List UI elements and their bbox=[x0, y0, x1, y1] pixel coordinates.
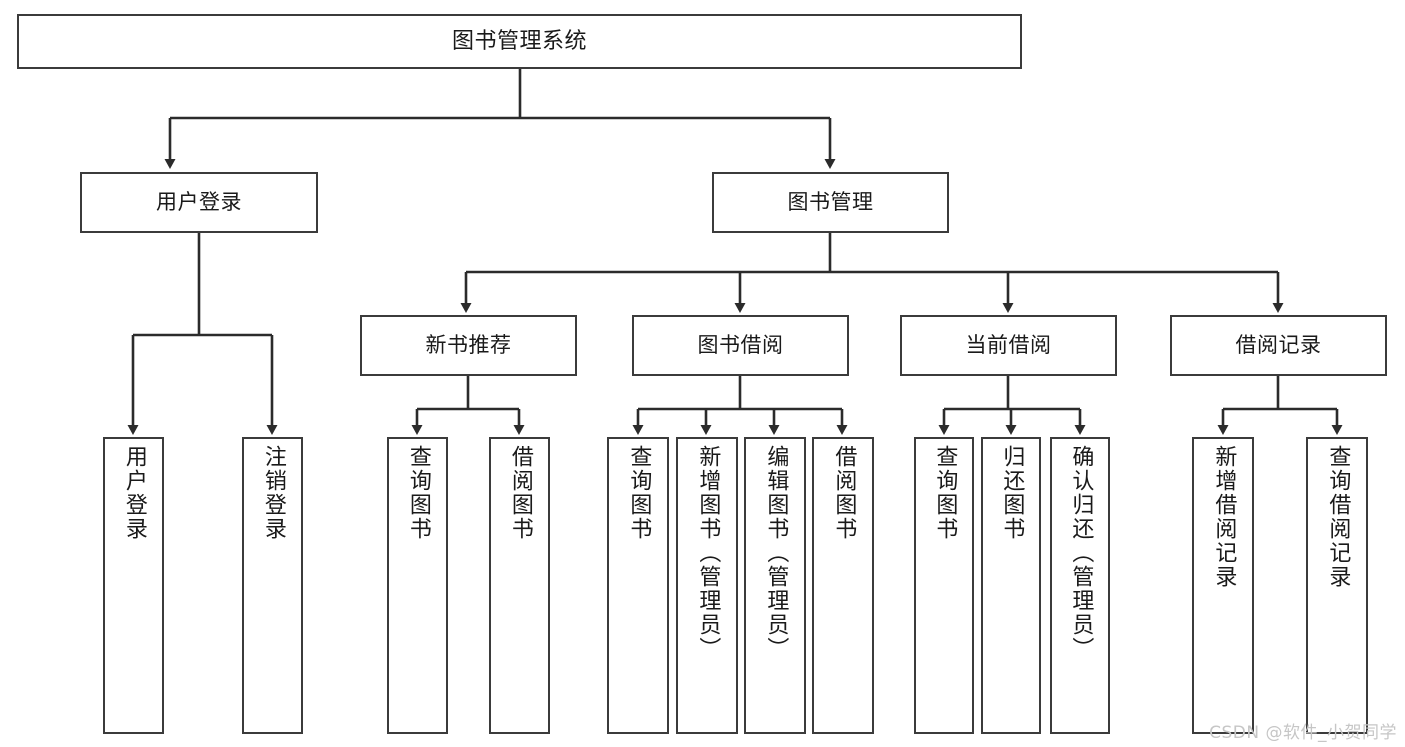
leaf-borrow-book-recommend[interactable]: 借阅图书 bbox=[489, 437, 550, 734]
leaf-query-borrow-record[interactable]: 查询借阅记录 bbox=[1306, 437, 1368, 734]
node-book-borrow[interactable]: 图书借阅 bbox=[632, 315, 849, 376]
node-label: 图书管理系统 bbox=[451, 28, 587, 54]
node-label: 新书推荐 bbox=[425, 333, 512, 357]
node-book-management[interactable]: 图书管理 bbox=[712, 172, 949, 233]
node-current-borrow[interactable]: 当前借阅 bbox=[900, 315, 1117, 376]
leaf-user-login[interactable]: 用户登录 bbox=[103, 437, 164, 734]
leaf-confirm-return-admin[interactable]: 确认归还（管理员） bbox=[1050, 437, 1110, 734]
leaf-edit-book-admin[interactable]: 编辑图书（管理员） bbox=[744, 437, 806, 734]
node-label: 归还图书 bbox=[999, 445, 1025, 541]
leaf-add-book-admin[interactable]: 新增图书（管理员） bbox=[676, 437, 738, 734]
leaf-query-book-current[interactable]: 查询图书 bbox=[914, 437, 974, 734]
node-label: 用户登录 bbox=[121, 445, 147, 541]
node-label: 新增借阅记录 bbox=[1211, 445, 1237, 589]
node-label: 查询图书 bbox=[932, 445, 958, 541]
node-label: 查询借阅记录 bbox=[1325, 445, 1351, 589]
leaf-logout[interactable]: 注销登录 bbox=[242, 437, 303, 734]
leaf-borrow-book[interactable]: 借阅图书 bbox=[812, 437, 874, 734]
node-label: 查询图书 bbox=[405, 445, 431, 541]
node-root-system[interactable]: 图书管理系统 bbox=[17, 14, 1022, 69]
node-label: 注销登录 bbox=[260, 445, 286, 541]
leaf-query-book-borrow[interactable]: 查询图书 bbox=[607, 437, 669, 734]
node-label: 当前借阅 bbox=[965, 333, 1052, 357]
node-label: 编辑图书（管理员） bbox=[763, 445, 789, 661]
node-new-book-recommend[interactable]: 新书推荐 bbox=[360, 315, 577, 376]
node-label: 用户登录 bbox=[156, 190, 242, 214]
node-label: 图书管理 bbox=[787, 190, 874, 214]
node-user-login[interactable]: 用户登录 bbox=[80, 172, 318, 233]
node-label: 借阅图书 bbox=[507, 445, 533, 541]
node-borrow-record[interactable]: 借阅记录 bbox=[1170, 315, 1387, 376]
node-label: 图书借阅 bbox=[697, 333, 784, 357]
leaf-return-book[interactable]: 归还图书 bbox=[981, 437, 1041, 734]
node-label: 确认归还（管理员） bbox=[1068, 445, 1094, 661]
node-label: 新增图书（管理员） bbox=[695, 445, 721, 661]
node-label: 查询图书 bbox=[626, 445, 652, 541]
watermark: CSDN @软件_小贺同学 bbox=[1209, 723, 1397, 743]
node-label: 借阅记录 bbox=[1235, 333, 1322, 357]
leaf-add-borrow-record[interactable]: 新增借阅记录 bbox=[1192, 437, 1254, 734]
node-label: 借阅图书 bbox=[831, 445, 857, 541]
leaf-query-book-recommend[interactable]: 查询图书 bbox=[387, 437, 448, 734]
